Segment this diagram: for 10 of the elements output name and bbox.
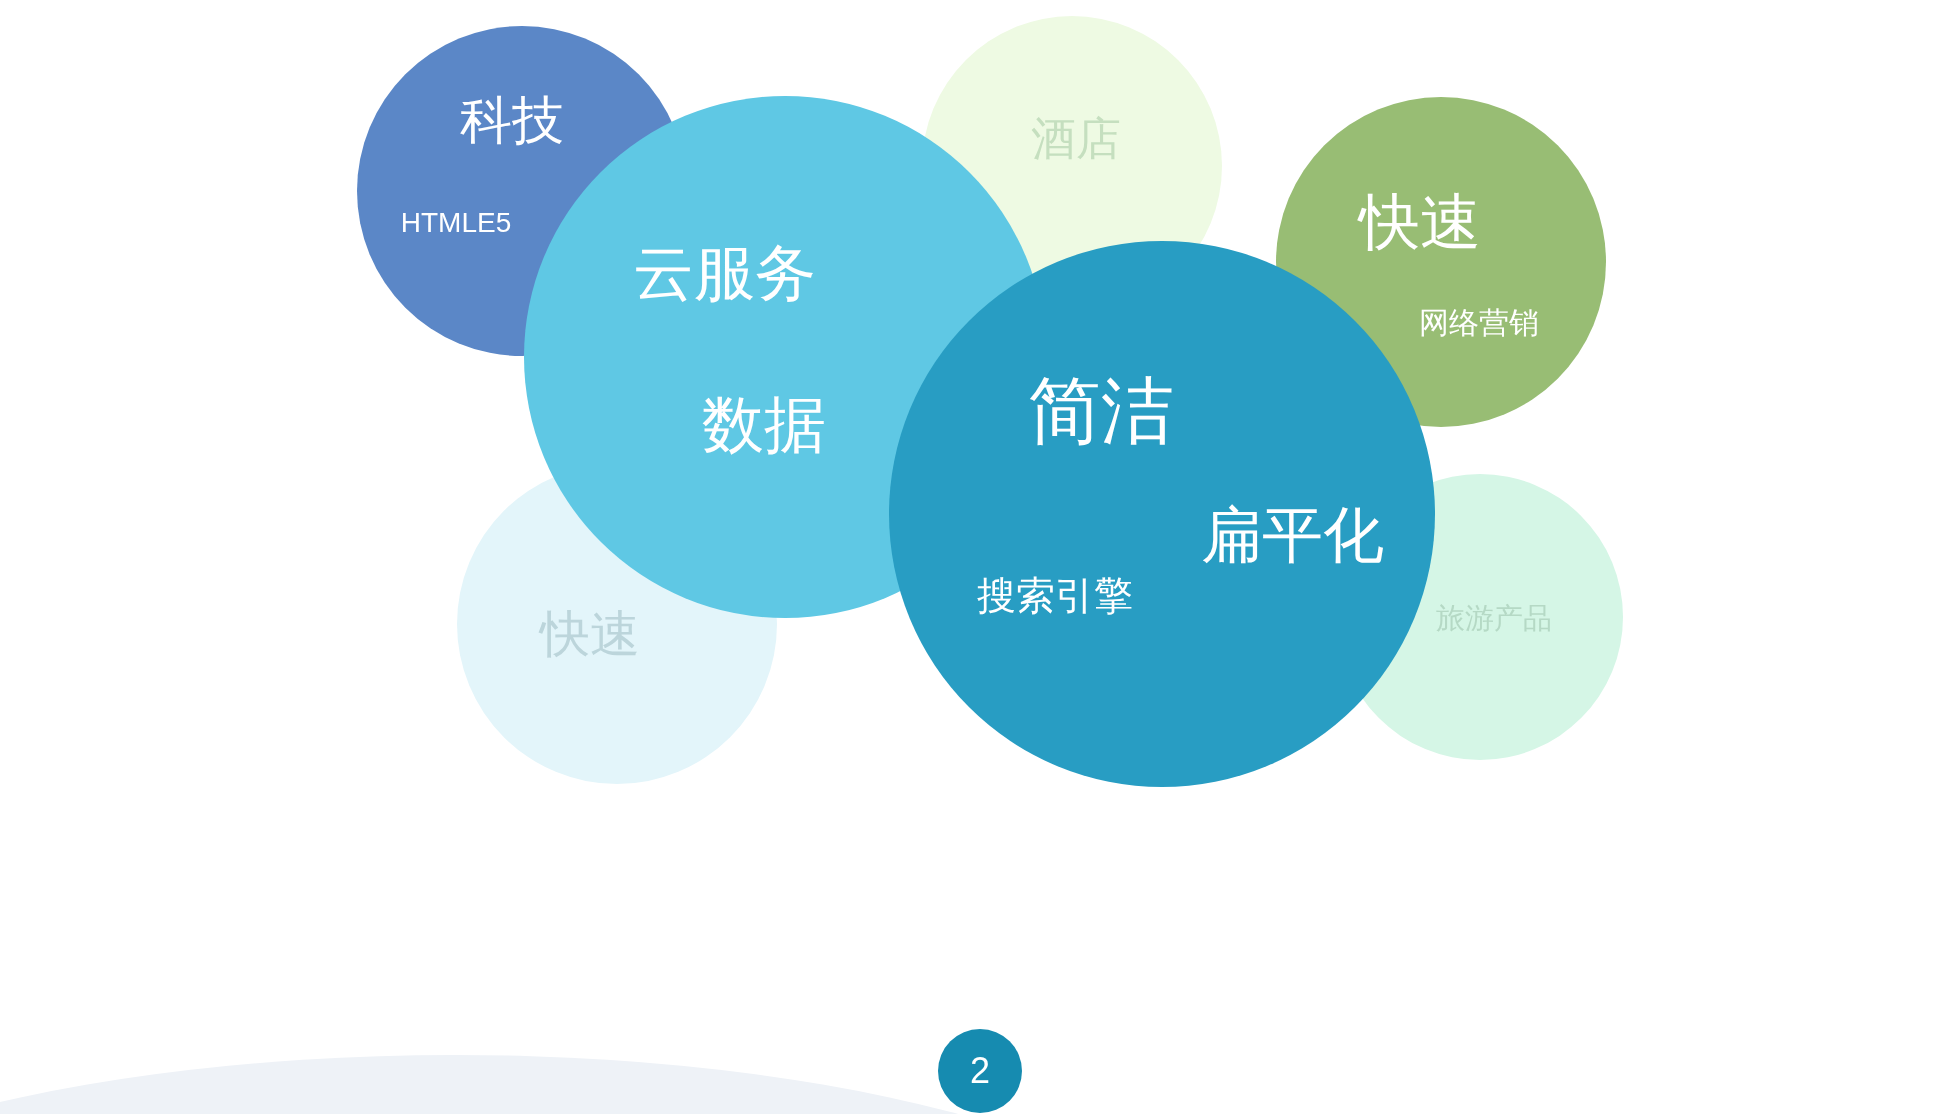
keyword: 快速: [1359, 189, 1481, 257]
keyword: 数据: [702, 390, 826, 460]
keyword: 简洁: [1028, 370, 1174, 452]
keyword: 搜索引擎: [977, 574, 1133, 618]
keyword: 云服务: [632, 240, 816, 308]
keyword: 科技: [460, 92, 564, 150]
keyword: 扁平化: [1200, 502, 1384, 570]
keyword: HTMLE5: [400, 207, 512, 239]
step-number: 2: [970, 1051, 990, 1091]
keyword: 网络营销: [1419, 305, 1539, 339]
